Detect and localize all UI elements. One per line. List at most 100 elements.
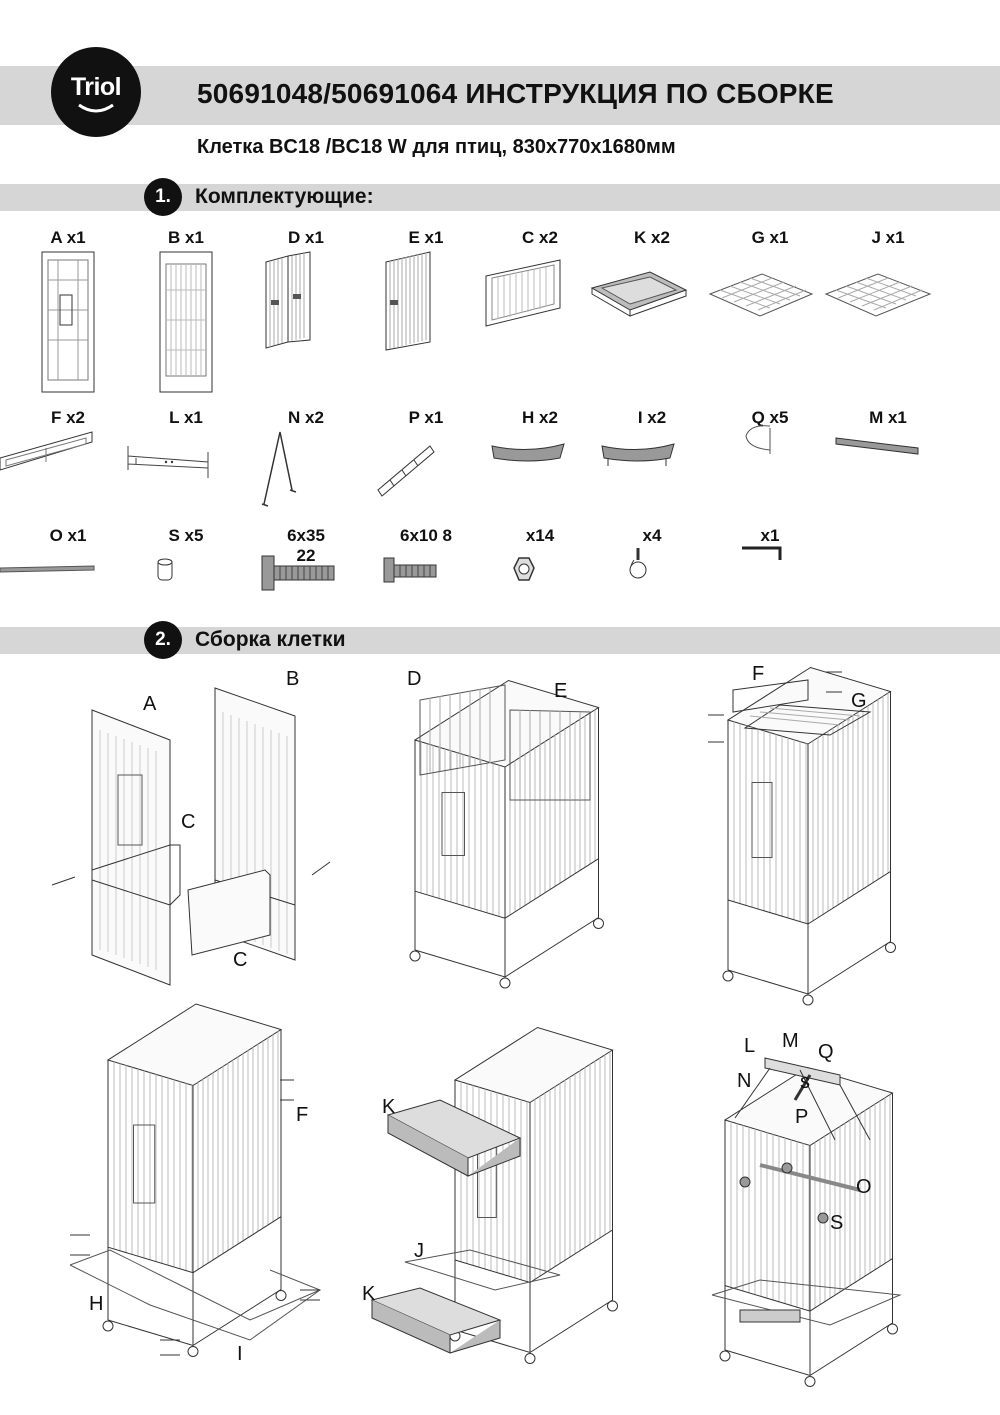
diagram-part-label: K (382, 1096, 396, 1118)
assembly-step-6 (711, 1057, 902, 1387)
part-label: x4 (642, 526, 662, 545)
part-illustration-icon (513, 557, 535, 581)
part-label: O x1 (49, 526, 87, 545)
part-illustration-icon (835, 437, 919, 455)
part-illustration-icon (261, 555, 335, 591)
section-number: 2. (144, 621, 182, 659)
diagram-part-label: G (851, 690, 867, 712)
part-label: C x2 (522, 228, 558, 247)
diagram-part-label: s (800, 1071, 810, 1093)
diagram-part-label: D (407, 668, 422, 690)
part-label: P x1 (408, 408, 444, 427)
diagram-part-label: F (752, 663, 765, 685)
part-item: Q x5 (740, 408, 860, 454)
part-item: K x2 (590, 228, 742, 317)
assembly-step-3 (708, 666, 896, 1006)
diagram-part-label: C (233, 949, 248, 971)
part-label: 6x10 8 (400, 526, 452, 545)
diagram-part-label: A (143, 693, 157, 715)
part-illustration-icon (745, 425, 771, 454)
part-item: S x5 (156, 526, 276, 581)
part-label: S x5 (168, 526, 204, 545)
part-item: x1 (740, 526, 860, 560)
part-label: B x1 (168, 228, 204, 247)
section-number: 1. (144, 178, 182, 216)
part-illustration-icon (742, 546, 782, 560)
part-item: I x2 (601, 408, 742, 466)
part-illustration-icon (159, 251, 213, 393)
part-illustration-icon (601, 443, 675, 466)
diagram-part-label: L (744, 1035, 756, 1057)
part-illustration-icon (491, 443, 565, 462)
part-illustration-icon (629, 548, 647, 579)
part-item: J x1 (824, 228, 978, 317)
part-item: C x2 (485, 228, 630, 327)
part-item: A x1 (38, 228, 158, 393)
part-item: O x1 (0, 526, 158, 573)
part-item: E x1 (385, 228, 516, 351)
part-label: M x1 (869, 408, 907, 427)
diagram-part-label: Q (818, 1041, 834, 1063)
assembly-step-1 (51, 687, 331, 986)
logo-text: Triol (70, 73, 122, 101)
part-label: A x1 (50, 228, 86, 247)
part-illustration-icon (157, 558, 173, 581)
part-illustration-icon (127, 446, 209, 478)
part-label: x14 (525, 526, 555, 545)
part-item: 6x35 22 (261, 526, 396, 591)
header-band (0, 66, 1000, 125)
diagram-part-label: F (296, 1104, 309, 1126)
part-item: x14 (510, 526, 630, 581)
part-label: H x2 (522, 408, 558, 427)
section-title-assembly: Сборка клетки (195, 628, 346, 651)
assembly-step-2 (409, 679, 604, 989)
part-illustration-icon (385, 251, 431, 351)
diagram-part-label: O (856, 1176, 872, 1198)
diagram-part-label: I (237, 1343, 243, 1365)
product-subtitle: Клетка BC18 /BC18 W для птиц, 830x770x16… (197, 136, 676, 158)
part-label: x1 (760, 526, 780, 545)
part-item: P x1 (377, 408, 516, 497)
part-item: M x1 (835, 408, 978, 455)
part-item: x4 (622, 526, 742, 579)
section-title-parts: Комплектующие: (195, 185, 374, 208)
part-item: N x2 (261, 408, 396, 507)
page-title: 50691048/50691064 ИНСТРУКЦИЯ ПО СБОРКЕ (197, 78, 834, 109)
part-illustration-icon (41, 251, 95, 393)
triol-logo: Triol (51, 47, 141, 137)
part-label: 6x35 22 (287, 526, 325, 565)
assembly-step-4 (69, 1003, 322, 1357)
part-item: 6x10 8 (383, 526, 516, 583)
diagram-part-label: S (830, 1212, 844, 1234)
diagram-part-label: C (181, 811, 196, 833)
part-item: L x1 (127, 408, 276, 478)
part-label: Q x5 (751, 408, 789, 427)
part-illustration-icon (383, 557, 437, 583)
part-item: F x2 (0, 408, 158, 471)
part-label: G x1 (751, 228, 789, 247)
diagram-part-label: M (782, 1030, 799, 1052)
diagram-part-label: B (286, 668, 300, 690)
assembly-step-5 (370, 1026, 618, 1364)
part-illustration-icon (708, 273, 814, 317)
part-item: D x1 (265, 228, 396, 349)
part-illustration-icon (0, 431, 93, 471)
part-illustration-icon (261, 431, 297, 507)
part-item: H x2 (491, 408, 630, 462)
part-item: G x1 (708, 228, 860, 317)
diagram-part-label: K (362, 1283, 376, 1305)
part-illustration-icon (485, 259, 561, 327)
diagram-part-label: H (89, 1293, 104, 1315)
part-illustration-icon (0, 565, 95, 573)
part-illustration-icon (265, 251, 311, 349)
diagram-part-label: J (414, 1240, 424, 1262)
diagram-part-label: E (554, 680, 568, 702)
part-label: I x2 (637, 408, 667, 427)
part-label: E x1 (408, 228, 444, 247)
part-label: F x2 (50, 408, 86, 427)
part-label: D x1 (288, 228, 324, 247)
part-label: L x1 (169, 408, 203, 427)
diagram-part-label: N (737, 1070, 752, 1092)
part-illustration-icon (377, 445, 435, 497)
